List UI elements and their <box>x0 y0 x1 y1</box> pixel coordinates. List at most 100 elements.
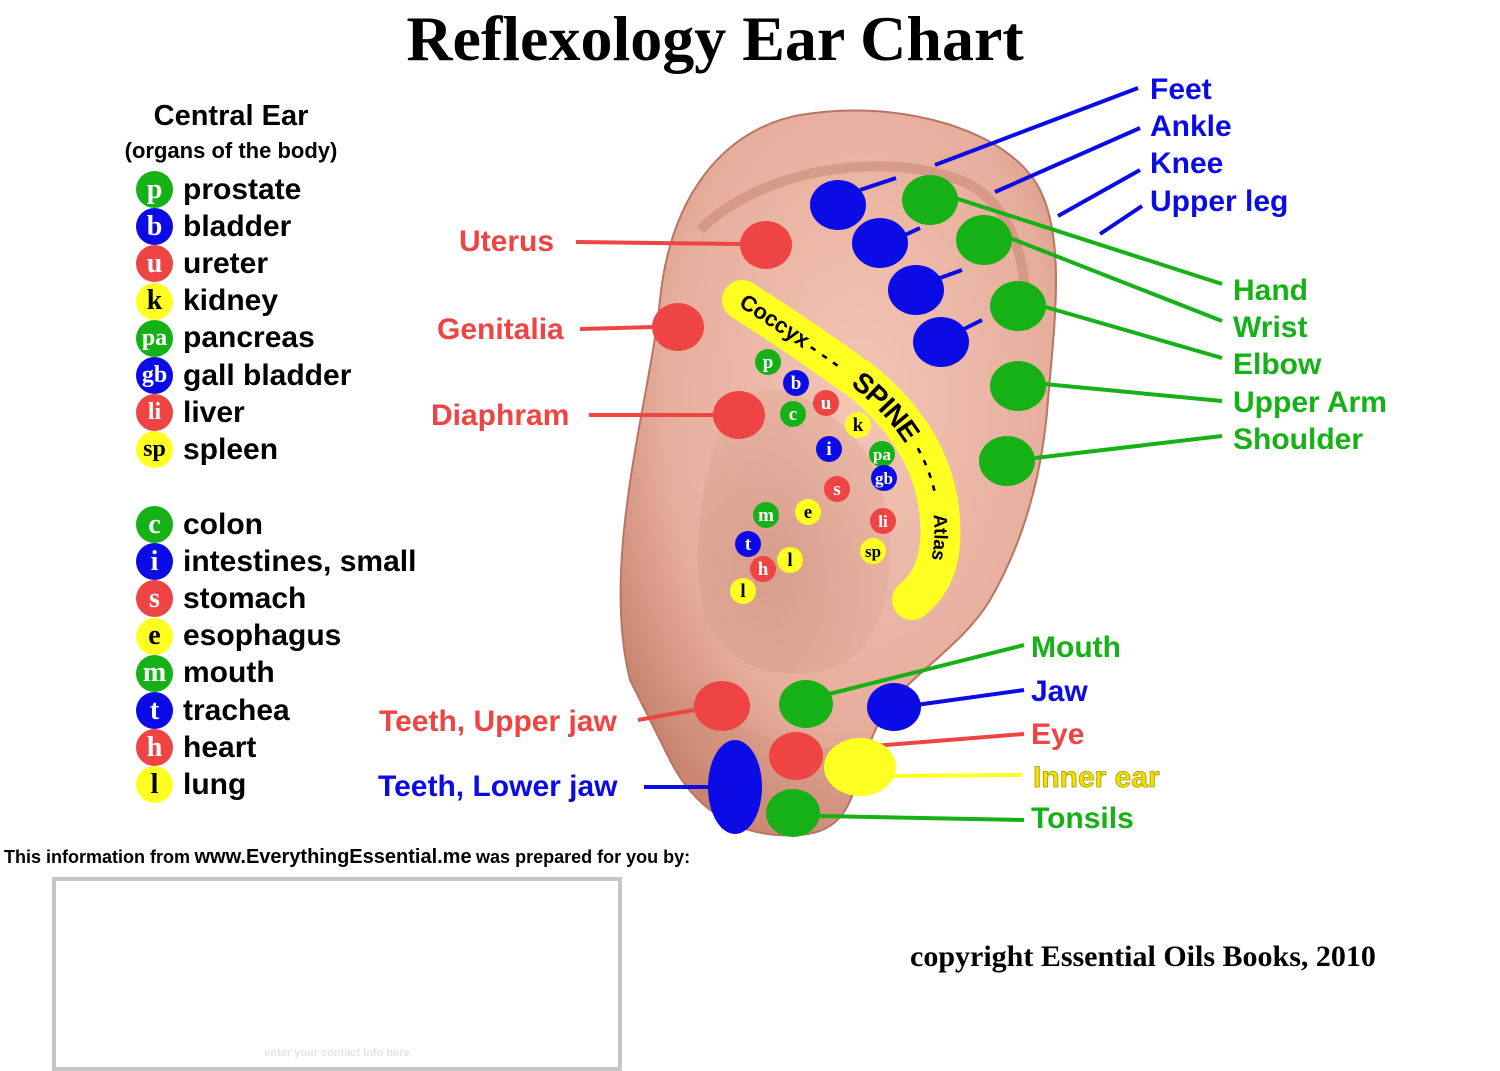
label-upper-leg: Upper leg <box>1150 185 1288 218</box>
label-knee: Knee <box>1150 147 1223 180</box>
legend-label: stomach <box>183 581 307 615</box>
inner-dot-label: t <box>745 534 752 555</box>
inner-dot-circle <box>824 476 850 502</box>
connector-uterus <box>575 240 743 246</box>
inner-dot-t: t <box>735 531 761 557</box>
spot-wrist <box>956 215 1012 265</box>
inner-dot-h: h <box>750 556 776 582</box>
spine-atlas-label: Atlas <box>926 514 950 563</box>
legend-item-gall-bladder: gb gall bladder <box>136 357 352 395</box>
label-uterus: Uterus <box>459 225 554 258</box>
label-shoulder: Shoulder <box>1233 423 1363 456</box>
spine-band <box>722 280 961 620</box>
connector-knee-tail <box>1057 168 1141 218</box>
connector-ankle <box>904 226 921 237</box>
legend-dot: pa <box>136 319 173 357</box>
connector-mouth <box>828 643 1025 696</box>
inner-dot-circle <box>780 401 806 427</box>
spot-mouth <box>779 680 833 728</box>
legend-dot: b <box>136 208 173 246</box>
legend-label: ureter <box>183 246 269 280</box>
inner-dot-u: u <box>813 390 839 416</box>
legend-label: colon <box>183 507 263 541</box>
reflex-spots <box>652 175 1046 837</box>
legend-item-bladder: b bladder <box>136 208 351 246</box>
label-eye: Eye <box>1031 718 1084 751</box>
spot-upper-leg <box>913 317 969 367</box>
legend-dot: e <box>136 617 173 655</box>
legend-dot: l <box>136 766 173 804</box>
inner-dot-circle <box>795 499 821 525</box>
label-jaw: Jaw <box>1031 675 1088 708</box>
label-elbow: Elbow <box>1233 348 1322 381</box>
inner-dot-l: l <box>730 578 756 604</box>
connector-ankle-tail <box>994 126 1141 194</box>
legend-label: liver <box>183 395 245 429</box>
legend-item-esophagus: e esophagus <box>136 617 416 655</box>
inner-dot-label: i <box>826 439 831 460</box>
inner-dot-circle <box>813 390 839 416</box>
contact-info-box[interactable]: enter your contact info here <box>52 877 622 1071</box>
legend-label: gall bladder <box>183 358 352 392</box>
legend-label: esophagus <box>183 619 342 653</box>
label-genitalia: Genitalia <box>437 313 564 346</box>
info-prefix: This information from <box>4 847 190 867</box>
copyright-text: copyright Essential Oils Books, 2010 <box>910 940 1376 973</box>
connector-upper-leg-tail <box>1098 204 1144 236</box>
inner-dot-circle <box>777 547 803 573</box>
spot-genitalia <box>652 303 704 351</box>
connector-genitalia <box>579 325 655 331</box>
legend-label: bladder <box>183 209 292 243</box>
inner-dot-circle <box>755 349 781 375</box>
inner-dot-circle <box>730 578 756 604</box>
legend-subheading: (organs of the body) <box>124 138 338 163</box>
label-teeth-upper-jaw: Teeth, Upper jaw <box>379 705 617 738</box>
spot-tonsils <box>766 789 820 837</box>
connector-jaw <box>915 688 1025 707</box>
spot-inner-ear <box>824 738 896 796</box>
label-inner-ear: Inner ear <box>1033 761 1160 794</box>
inner-dot-label: s <box>833 479 840 500</box>
legend-label: mouth <box>183 656 275 690</box>
page-title: Reflexology Ear Chart <box>406 3 1024 74</box>
connector-elbow <box>1041 304 1223 360</box>
inner-dot-circle <box>750 556 776 582</box>
inner-dot-circle <box>845 412 871 438</box>
spot-jaw <box>867 683 921 731</box>
spot-eye <box>769 732 823 780</box>
info-line: This information from www.EverythingEsse… <box>4 846 690 869</box>
inner-dot-c: c <box>780 401 806 427</box>
spot-elbow <box>990 281 1046 331</box>
connector-wrist <box>1009 236 1223 323</box>
legend-dot: gb <box>136 357 173 395</box>
inner-dot-label: l <box>787 550 792 571</box>
inner-dot-circle <box>816 436 842 462</box>
inner-dot-label: pa <box>873 445 891 464</box>
legend-label: spleen <box>183 432 279 466</box>
label-ankle: Ankle <box>1150 110 1232 143</box>
label-wrist: Wrist <box>1233 311 1307 344</box>
connector-upper-leg <box>961 318 983 332</box>
legend-dot: i <box>136 543 173 581</box>
website-link[interactable]: www.EverythingEssential.me <box>194 846 472 868</box>
label-tonsils: Tonsils <box>1031 802 1134 835</box>
inner-dot-k: k <box>845 412 871 438</box>
inner-dot-label: h <box>758 559 769 580</box>
legend-dot: p <box>136 171 173 209</box>
ear-helix-fold <box>696 161 1031 331</box>
label-teeth-lower-jaw: Teeth, Lower jaw <box>378 770 618 803</box>
legend-dot: h <box>136 729 173 767</box>
label-upper-arm: Upper Arm <box>1233 386 1387 419</box>
spot-feet <box>810 180 866 230</box>
inner-dot-label: li <box>878 512 888 531</box>
